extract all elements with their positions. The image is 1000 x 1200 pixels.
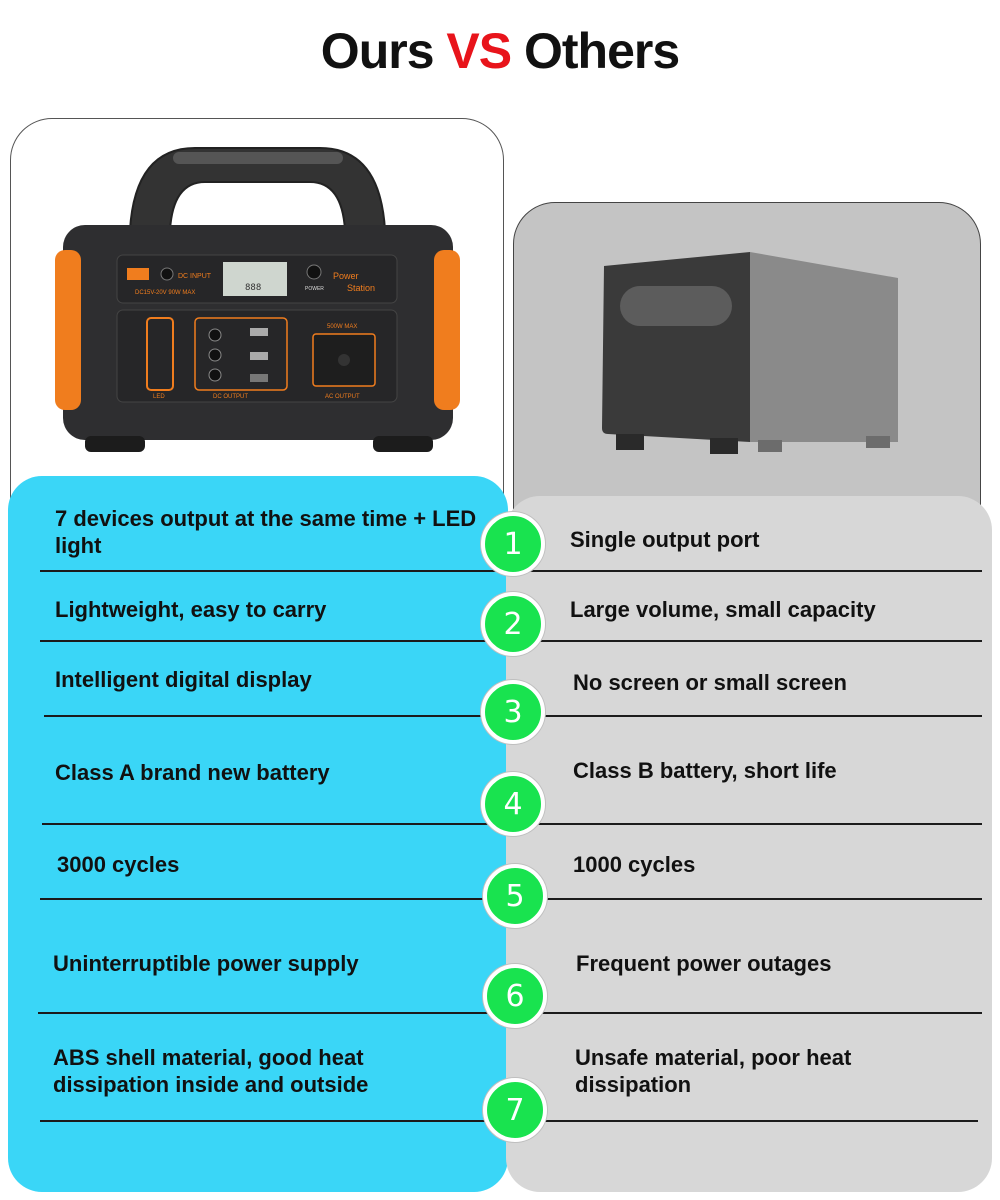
display-digits: 888 — [245, 283, 261, 293]
others-panel — [506, 496, 992, 1192]
others-feature-2: Large volume, small capacity — [570, 597, 876, 622]
title-ours: Ours — [320, 23, 435, 79]
ours-feature-7: ABS shell material, good heat dissipatio… — [53, 1045, 369, 1097]
others-power-station-image — [602, 252, 898, 454]
row-number-badge-7: 7 — [483, 1078, 547, 1142]
ours-feature-2: Lightweight, easy to carry — [55, 597, 327, 622]
row-number-badge-5: 5 — [483, 864, 547, 928]
ours-feature-6: Uninterruptible power supply — [53, 951, 359, 976]
brand-line2: Station — [347, 283, 375, 293]
row-number-badge-6: 6 — [483, 964, 547, 1028]
others-feature-3: No screen or small screen — [573, 670, 847, 695]
led-light-icon — [146, 317, 174, 391]
row-number-badge-2: 2 — [481, 592, 545, 656]
others-feature-6: Frequent power outages — [576, 951, 832, 976]
dc-input-spec-label: DC15V-20V 90W MAX — [135, 290, 195, 296]
title-others: Others — [524, 23, 680, 79]
power-button[interactable] — [306, 264, 322, 280]
led-label: LED — [153, 394, 165, 400]
page-title: Ours VS Others — [0, 22, 1000, 80]
our-power-station-image: DC INPUT DC15V-20V 90W MAX 888 POWER Pow… — [55, 147, 460, 452]
power-label: POWER — [305, 286, 324, 292]
row-number-badge-4: 4 — [481, 772, 545, 836]
ours-feature-3: Intelligent digital display — [55, 667, 312, 692]
dc-output-label: DC OUTPUT — [213, 394, 248, 400]
others-feature-5: 1000 cycles — [573, 852, 696, 877]
dc-input-label: DC INPUT — [178, 273, 212, 280]
ours-feature-1: 7 devices output at the same time + LED … — [55, 506, 477, 558]
brand-line1: Power — [333, 271, 359, 281]
row-number-badge-3: 3 — [481, 680, 545, 744]
others-feature-7: Unsafe material, poor heat dissipation — [575, 1045, 852, 1097]
ac-output-label: AC OUTPUT — [325, 394, 360, 400]
ours-feature-5: 3000 cycles — [57, 852, 180, 877]
title-vs: VS — [446, 23, 512, 79]
others-feature-4: Class B battery, short life — [573, 758, 837, 783]
row-number-badge-1: 1 — [481, 512, 545, 576]
ac-max-label: 500W MAX — [327, 324, 357, 330]
ours-feature-4: Class A brand new battery — [55, 760, 330, 785]
ours-panel — [8, 476, 508, 1192]
others-feature-1: Single output port — [570, 527, 760, 552]
